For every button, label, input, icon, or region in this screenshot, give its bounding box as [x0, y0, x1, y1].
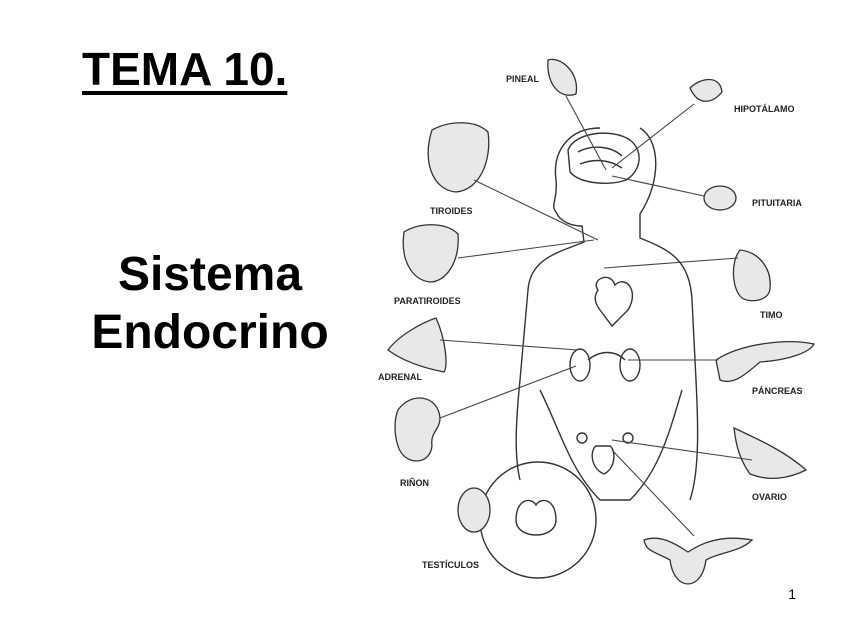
testicle-inset [480, 462, 596, 578]
endocrine-system-diagram: PINEAL HIPOTÁLAMO PITUITARIA TIROIDES PA… [370, 40, 830, 588]
slide-subtitle: Sistema Endocrino [40, 246, 380, 362]
subtitle-line-2: Endocrino [40, 304, 380, 362]
slide-title: TEMA 10. [82, 42, 287, 96]
label-ovario: OVARIO [752, 492, 787, 502]
label-paratiroides: PARATIROIDES [394, 296, 461, 306]
heart-shape [595, 277, 632, 326]
adrenal-organ [388, 318, 446, 372]
uterus-shape [592, 446, 614, 474]
label-testiculos: TESTÍCULOS [422, 560, 479, 570]
pineal-organ [548, 59, 577, 95]
label-pituitaria: PITUITARIA [752, 198, 802, 208]
subtitle-line-1: Sistema [40, 246, 380, 304]
testicle-organ [458, 488, 490, 532]
uterus-organ [644, 538, 752, 584]
thyroid-organ [428, 123, 489, 192]
page-number: 1 [788, 586, 796, 602]
kidney-left [570, 349, 590, 381]
parathyroid-organ [403, 225, 458, 282]
label-pancreas: PÁNCREAS [752, 386, 803, 396]
kidney-organ [395, 398, 440, 461]
thymus-organ [733, 250, 770, 301]
label-hipotalamo: HIPOTÁLAMO [734, 104, 795, 114]
brain-shape [568, 133, 639, 183]
pituitary-organ [704, 186, 736, 210]
kidney-right [620, 349, 640, 381]
label-adrenal: ADRENAL [378, 372, 423, 382]
label-tiroides: TIROIDES [430, 206, 473, 216]
label-timo: TIMO [760, 310, 783, 320]
ovary-organ [734, 428, 806, 478]
label-rinon: RIÑON [400, 478, 429, 488]
label-pineal: PINEAL [506, 74, 540, 84]
hypothalamus-organ [690, 80, 722, 102]
pancreas-organ [716, 342, 814, 382]
